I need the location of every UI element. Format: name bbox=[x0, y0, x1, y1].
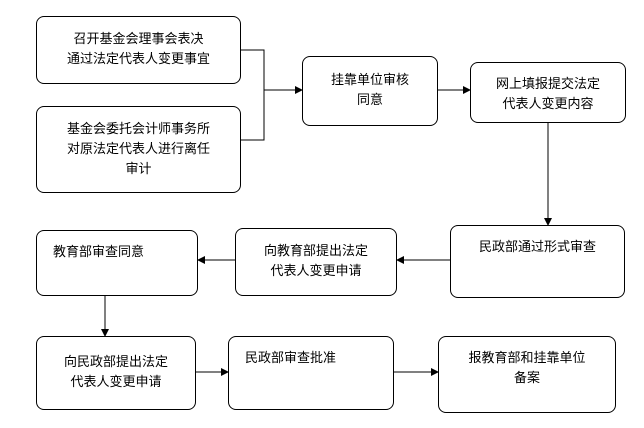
step-audit: 基金会委托会计师事务所 对原法定代表人进行离任 审计 bbox=[36, 106, 241, 193]
step-civil-affairs-approval: 民政部审查批准 bbox=[228, 336, 394, 410]
step-text: 民政部通过形式审查 bbox=[478, 240, 596, 255]
step-apply-education: 向教育部提出法定 代表人变更申请 bbox=[235, 228, 397, 296]
step-apply-civil-affairs: 向民政部提出法定 代表人变更申请 bbox=[36, 336, 196, 410]
step-text: 向教育部提出法定 bbox=[263, 244, 368, 259]
step-board-vote: 召开基金会理事会表决 通过法定代表人变更事宜 bbox=[36, 16, 241, 84]
step-text: 审计 bbox=[125, 161, 152, 177]
step-text: 召开基金会理事会表决 bbox=[73, 32, 204, 47]
step-text: 挂靠单位审核 bbox=[330, 73, 409, 88]
step-education-approval: 教育部审查同意 bbox=[36, 230, 198, 296]
step-text: 报教育部和挂靠单位 bbox=[468, 351, 586, 366]
step-text: 备案 bbox=[513, 371, 540, 386]
step-text: 向民政部提出法定 bbox=[63, 355, 168, 370]
step-text: 代表人变更内容 bbox=[502, 97, 594, 112]
step-text: 基金会委托会计师事务所 bbox=[66, 121, 210, 137]
step-text: 对原法定代表人进行离任 bbox=[66, 141, 210, 157]
step-online-submit: 网上填报提交法定 代表人变更内容 bbox=[470, 62, 626, 123]
step-text: 同意 bbox=[356, 93, 383, 108]
step-text: 教育部审查同意 bbox=[53, 245, 145, 260]
step-text: 代表人变更申请 bbox=[70, 375, 162, 390]
connector-s2 bbox=[241, 90, 265, 141]
step-text: 通过法定代表人变更事宜 bbox=[66, 52, 210, 67]
step-civil-affairs-review: 民政部通过形式审查 bbox=[450, 225, 625, 298]
step-text: 代表人变更申请 bbox=[270, 264, 362, 279]
step-text: 网上填报提交法定 bbox=[495, 77, 600, 92]
connector-s1 bbox=[241, 49, 265, 90]
step-affiliate-approval: 挂靠单位审核 同意 bbox=[302, 56, 438, 126]
step-record-filing: 报教育部和挂靠单位 备案 bbox=[438, 336, 616, 413]
step-text: 民政部审查批准 bbox=[245, 351, 337, 366]
